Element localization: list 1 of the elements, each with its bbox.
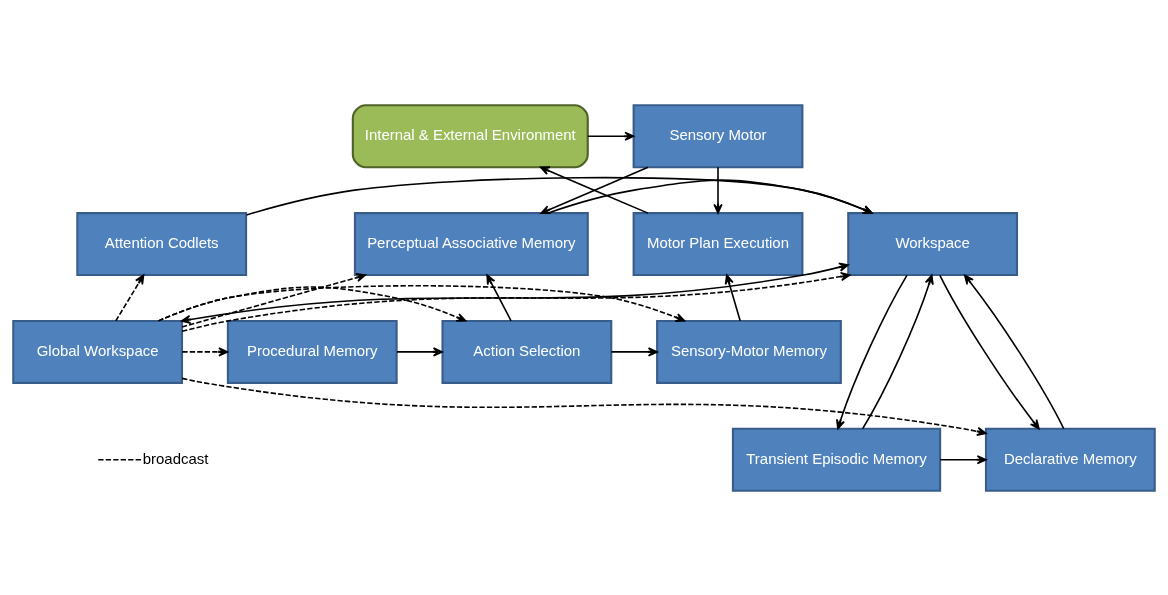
legend-label: broadcast <box>142 449 209 467</box>
